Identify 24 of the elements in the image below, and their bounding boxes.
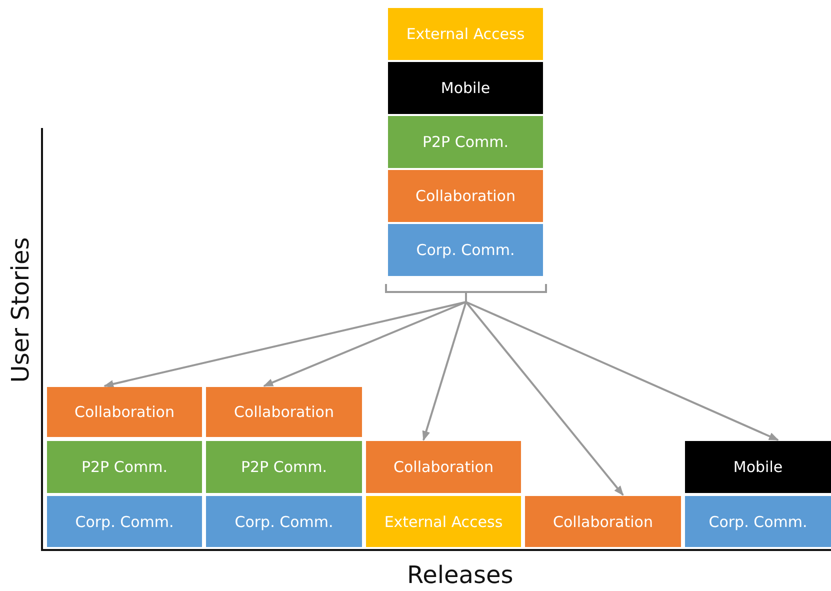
story-block: P2P Comm. <box>388 116 543 168</box>
axis-title: Releases <box>407 561 514 589</box>
bracket <box>385 283 547 303</box>
story-block: Mobile <box>388 62 543 114</box>
arrow <box>466 301 779 441</box>
story-block: P2P Comm. <box>206 441 362 493</box>
story-block: External Access <box>366 496 521 547</box>
story-block: Collaboration <box>525 496 681 547</box>
story-block: Corp. Comm. <box>206 496 362 547</box>
arrow <box>422 302 467 441</box>
arrow <box>263 301 466 387</box>
story-block: External Access <box>388 8 543 60</box>
story-block: Collaboration <box>47 387 202 437</box>
story-block: Mobile <box>685 441 831 493</box>
story-block: Corp. Comm. <box>47 496 202 547</box>
story-block: Collaboration <box>206 387 362 437</box>
story-block: Corp. Comm. <box>685 496 831 547</box>
story-block: P2P Comm. <box>47 441 202 493</box>
story-block: Collaboration <box>366 441 521 493</box>
arrow <box>465 301 624 496</box>
axis-title: User Stories <box>6 237 34 383</box>
story-block: Collaboration <box>388 170 543 222</box>
arrow <box>104 301 466 388</box>
story-block: Corp. Comm. <box>388 224 543 276</box>
